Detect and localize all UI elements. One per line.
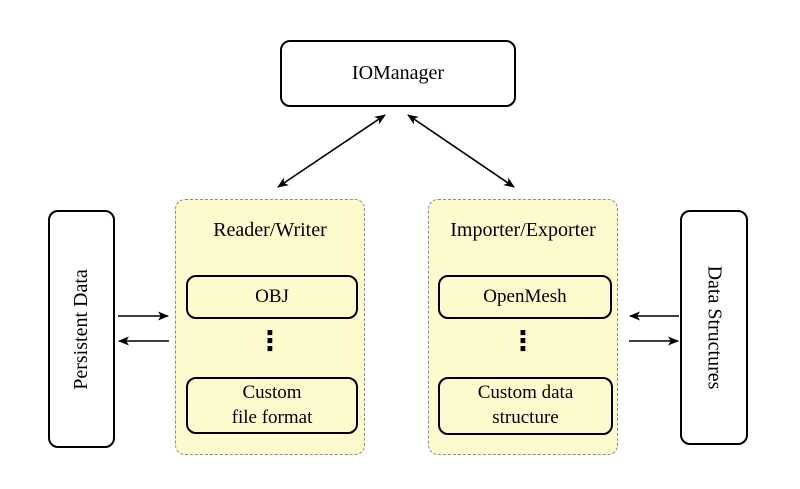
- arrow-iomanager-readerwriter: [277, 114, 386, 188]
- reader-writer-title: Reader/Writer: [213, 219, 327, 241]
- custom-data-structure-node: Custom data structure: [438, 377, 613, 435]
- iomanager-label: IOManager: [351, 62, 445, 84]
- reader-writer-ellipsis: ⋮: [256, 326, 284, 357]
- arrow-iomanager-importerexporter: [407, 114, 515, 188]
- data-structures-label: Data Structures: [703, 265, 726, 390]
- openmesh-label: OpenMesh: [483, 285, 567, 307]
- custom-data-structure-line1: Custom data: [477, 382, 574, 404]
- importer-exporter-title: Importer/Exporter: [450, 219, 596, 241]
- custom-file-format-line1: Custom: [242, 381, 302, 403]
- importer-exporter-group: Importer/Exporter OpenMesh ⋮ Custom data…: [428, 199, 618, 455]
- data-structures-node: Data Structures: [680, 210, 748, 445]
- openmesh-node: OpenMesh: [438, 275, 612, 319]
- iomanager-node: IOManager: [280, 40, 516, 107]
- custom-file-format-line2: file format: [231, 406, 313, 428]
- obj-label: OBJ: [255, 285, 289, 307]
- persistent-data-node: Persistent Data: [48, 210, 115, 448]
- importer-exporter-ellipsis: ⋮: [509, 326, 537, 357]
- persistent-data-label: Persistent Data: [70, 268, 92, 390]
- custom-data-structure-line2: structure: [492, 407, 559, 428]
- reader-writer-group: Reader/Writer OBJ ⋮ Custom file format: [175, 199, 365, 455]
- obj-node: OBJ: [186, 275, 358, 319]
- custom-file-format-node: Custom file format: [186, 377, 358, 434]
